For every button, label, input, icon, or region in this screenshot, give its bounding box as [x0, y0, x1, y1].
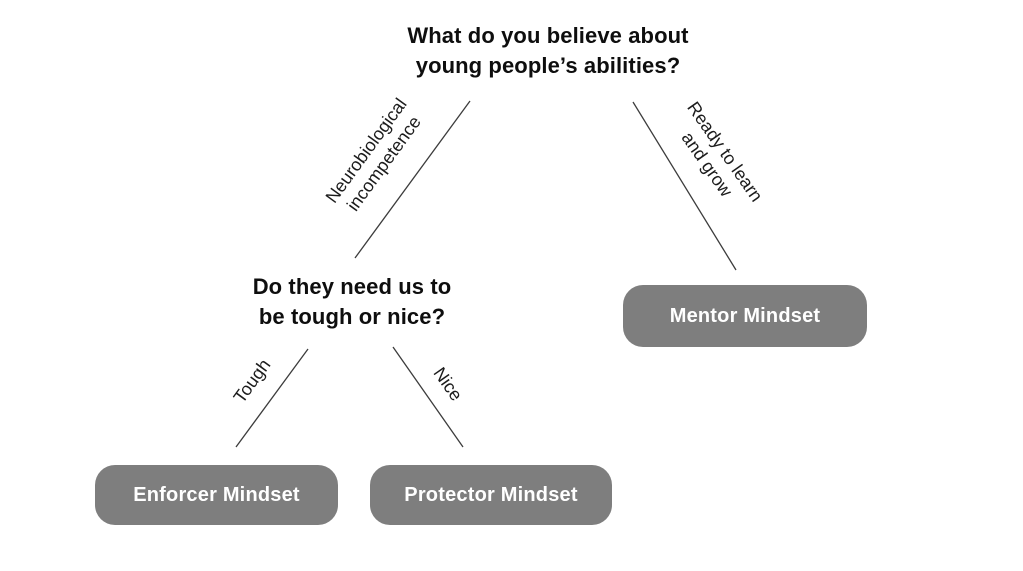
- protector-mindset-box: Protector Mindset: [370, 465, 612, 525]
- enforcer-mindset-label: Enforcer Mindset: [133, 483, 300, 506]
- root-question-line1: What do you believe about: [407, 23, 689, 48]
- connector-line-neurobiological: [354, 100, 471, 259]
- root-question-line2: young people’s abilities?: [415, 53, 681, 78]
- mentor-mindset-label: Mentor Mindset: [669, 304, 821, 327]
- second-question-line2: be tough or nice?: [258, 304, 446, 329]
- connector-line-tough: [235, 348, 309, 448]
- connector-line-nice: [392, 346, 464, 448]
- mentor-mindset-box: Mentor Mindset: [623, 285, 867, 347]
- second-question: Do they need us to be tough or nice?: [222, 272, 482, 332]
- protector-mindset-label: Protector Mindset: [404, 483, 578, 506]
- connector-line-ready: [632, 101, 737, 271]
- second-question-line1: Do they need us to: [252, 274, 452, 299]
- enforcer-mindset-box: Enforcer Mindset: [95, 465, 338, 525]
- root-question: What do you believe about young people’s…: [383, 21, 713, 81]
